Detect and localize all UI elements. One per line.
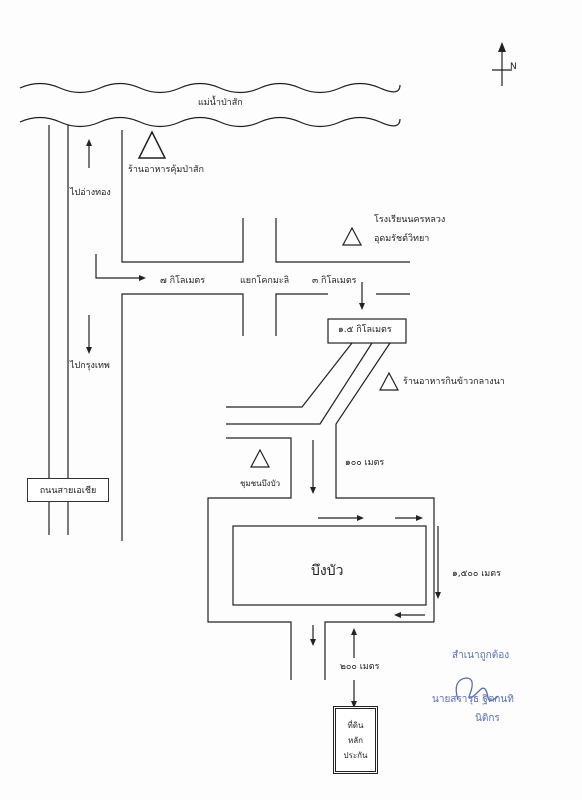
compass-north-label: N — [510, 62, 517, 72]
restaurant-klangna-label: ร้านอาหารกินข้าวกลางนา — [403, 377, 505, 387]
loop-road-west — [207, 437, 292, 680]
arrowhead-to-destination — [351, 701, 357, 708]
triangle-community — [250, 448, 270, 468]
to-bangkok-label: ไปกรุงเทพ — [70, 361, 110, 371]
compass-arrowhead — [498, 42, 506, 52]
distance-200m-label: ๒๐๐ เมตร — [340, 662, 380, 672]
certification-line2: นายสราวุธ ฐิตกนทิ — [432, 694, 514, 705]
arrowhead-north-exit — [351, 628, 357, 635]
arrow-east-junction — [95, 254, 142, 279]
road-east-bottom — [275, 293, 328, 336]
arrowhead-south-exit — [310, 639, 316, 646]
restaurant-pasak-label: ร้านอาหารคุ้มป่าสัก — [128, 165, 204, 175]
river-label: แม่น้ำป่าสัก — [198, 98, 243, 108]
junction-label: แยกโคกมะลิ — [240, 276, 290, 286]
diagonal-road-left — [226, 342, 353, 408]
loop-road-south — [324, 621, 434, 680]
certification-line1: สำเนาถูกต้อง — [452, 650, 510, 661]
arrowhead-to-angthong — [86, 139, 92, 146]
km15-box — [327, 318, 407, 344]
community-label: ชุมชนบึงบัว — [240, 479, 281, 488]
arrowhead-east-junction — [139, 275, 146, 281]
river-bank-bottom — [19, 116, 401, 128]
certification-line3: นิติกร — [475, 713, 500, 724]
arrowhead-to-bangkok — [86, 347, 92, 354]
distance-3km-label: ๓ กิโลเมตร — [312, 276, 357, 286]
highway-label: ถนนสายเอเชีย — [39, 486, 97, 496]
to-angthong-label: ไปอ่างทอง — [70, 188, 111, 198]
arrowhead-south-pond — [435, 592, 441, 599]
distance-7km-label: ๗ กิโลเมตร — [160, 276, 206, 286]
arrowhead-west-pond — [394, 612, 401, 618]
arrowhead-south-loop — [310, 487, 316, 494]
pond-label: บึงบัว — [311, 563, 344, 579]
pond-rect — [232, 525, 427, 606]
diagonal-road-east — [335, 342, 435, 622]
arrowhead-east-pond-2 — [416, 515, 423, 521]
school-label-line1: โรงเรียนนครหลวง — [374, 215, 446, 225]
triangle-restaurant-pasak — [137, 130, 167, 159]
distance-1500m-label: ๑,๕๐๐ เมตร — [452, 569, 501, 579]
distance-1-5km-label: ๑.๕ กิโลเมตร — [338, 325, 392, 335]
road-west-top — [121, 130, 244, 263]
arrowhead-east-pond-1 — [357, 515, 364, 521]
highway-label-box: ถนนสายเอเชีย — [27, 478, 109, 502]
diagonal-road-right — [226, 342, 373, 425]
road-east-top — [275, 218, 410, 263]
triangle-school — [342, 226, 362, 246]
river-bank-top — [19, 82, 401, 94]
destination-line1: ที่ดิน — [347, 720, 364, 730]
destination-line3: ประกัน — [343, 750, 368, 760]
triangle-restaurant-klangna — [379, 371, 399, 391]
school-label-line2: อุดมรัชต์วิทยา — [374, 234, 430, 244]
distance-100m-label: ๑๐๐ เมตร — [345, 458, 385, 468]
destination-box: ที่ดิน หลัก ประกัน — [333, 706, 378, 774]
road-west-bottom — [121, 293, 244, 541]
arrowhead-south-school — [359, 303, 365, 310]
destination-line2: หลัก — [347, 735, 364, 745]
signature-scribble — [455, 677, 499, 702]
